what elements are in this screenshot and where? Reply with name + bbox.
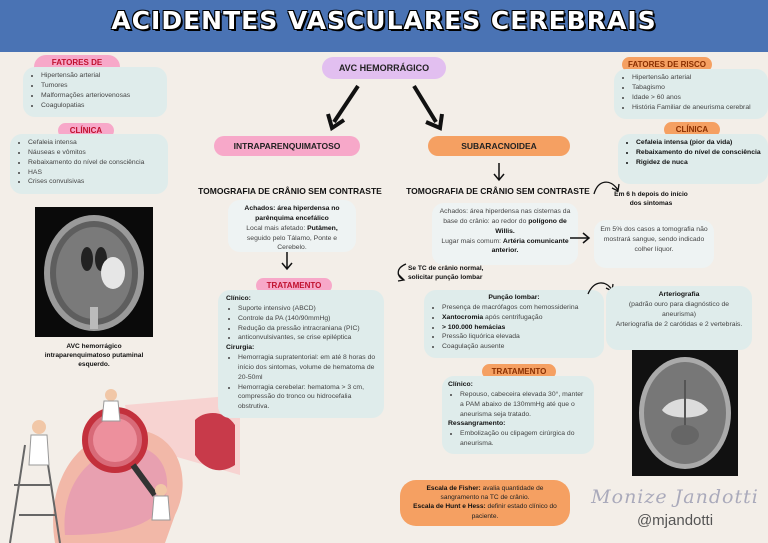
if-ct-normal-note: Se TC de crânio normal, solicitar punção… xyxy=(408,265,484,282)
scales-box: Escala de Fisher: avalia quantidade de s… xyxy=(400,480,570,526)
intra-clinico-label: Clínico: xyxy=(226,295,251,302)
fisher-text: avalia quantidade de sangramento na TC d… xyxy=(440,485,544,502)
arterio-title: Arteriografia xyxy=(658,291,700,298)
fisher-label: Escala de Fisher: xyxy=(426,485,481,492)
list-item: Embolização ou clipagem cirúrgica do ane… xyxy=(460,429,588,449)
list-item: Cefaleia intensa (pior da vida) xyxy=(636,138,762,148)
list-item: Náuseas e vômitos xyxy=(28,148,162,158)
arrow-right-icon xyxy=(570,232,591,244)
arrow-down-icon xyxy=(281,252,293,271)
list-item: Hipertensão arterial xyxy=(41,71,161,81)
intra-findings-card: Achados: área hiperdensa no parênquima e… xyxy=(228,200,356,252)
right-risk-tag: FATORES DE RISCO xyxy=(622,57,712,72)
intra-cirurgia-label: Cirurgia: xyxy=(226,344,255,352)
arteriography-card: Arteriografia (padrão ouro para diagnóst… xyxy=(606,286,752,350)
lumbar-puncture-card: Punção lombar: Presença de macrófagos co… xyxy=(424,290,604,358)
sub-findings-d: Artéria comunicante anterior. xyxy=(491,237,569,255)
list-item: Coagulopatias xyxy=(41,101,161,111)
doctors-brain-illustration xyxy=(9,389,240,543)
intra-title-badge: INTRAPARENQUIMATOSO xyxy=(214,136,360,156)
social-handle: @mjandotti xyxy=(636,512,714,529)
list-item: Malformações arteriovenosas xyxy=(41,91,161,101)
list-item: Rigidez de nuca xyxy=(636,158,762,168)
left-clinic-card: Cefaleia intensa Náuseas e vômitos Rebai… xyxy=(10,134,168,194)
ct-scan-image-subarachnoid xyxy=(632,350,738,476)
intra-exam-heading: TOMOGRAFIA DE CRÂNIO SEM CONTRASTE xyxy=(198,186,382,196)
right-clinic-card: Cefaleia intensa (pior da vida) Rebaixam… xyxy=(618,134,768,184)
page-title: ACIDENTES VASCULARES CEREBRAIS xyxy=(111,6,657,35)
list-item: Rebaixamento do nível de consciência xyxy=(28,158,162,168)
right-risk-card: Hipertensão arterial Tabagismo Idade > 6… xyxy=(614,69,768,119)
curved-arrow-icon xyxy=(397,263,407,282)
sub-treat-tag: TRATAMENTO xyxy=(482,364,556,379)
list-item: HAS xyxy=(28,168,162,178)
sub-timing-note: Em 6 h depois do início dos sintomas xyxy=(614,191,688,208)
sub-clinico-label: Clínico: xyxy=(448,381,473,388)
sub-findings-b: polígono de Willis. xyxy=(495,217,567,235)
intra-findings-c: Putâmen, xyxy=(307,224,338,232)
sub-treatment-card: Clínico: Repouso, cabeceira elevada 30°,… xyxy=(442,376,594,454)
list-item: anticonvulsivantes, se crise epiléptica xyxy=(238,333,376,343)
list-item: Cefaleia intensa xyxy=(28,138,162,148)
list-item: Repouso, cabeceira elevada 30°, manter a… xyxy=(460,390,588,420)
list-item: > 100.000 hemácias xyxy=(442,323,598,333)
list-item: Suporte intensivo (ABCD) xyxy=(238,304,376,314)
avc-type-badge: AVC HEMORRÁGICO xyxy=(322,57,446,79)
sub-findings-a: Achados: área hiperdensa nas cisternas d… xyxy=(439,208,571,225)
list-item: Tabagismo xyxy=(632,83,762,93)
intra-findings-d: seguido pelo Tálamo, Ponte e Cerebelo. xyxy=(246,234,338,252)
list-item: Redução da pressão intracraniana (PIC) xyxy=(238,324,376,334)
arrow-down-icon xyxy=(493,163,505,182)
arterio-sub: (padrão ouro para diagnóstico de aneuris… xyxy=(628,300,730,318)
list-item: Rebaixamento do nível de consciência xyxy=(636,148,762,158)
hunt-text: definir estado clínico do paciente. xyxy=(471,503,557,520)
list-item: Tumores xyxy=(41,81,161,91)
ct-caption: AVC hemorrágico intraparenquimatoso puta… xyxy=(44,343,144,369)
list-item: Xantocromia após centrifugação xyxy=(442,313,598,323)
list-item: Controle da PA (140/90mmHg) xyxy=(238,314,376,324)
sub-findings-card: Achados: área hiperdensa nas cisternas d… xyxy=(432,203,578,265)
sub-exam-heading: TOMOGRAFIA DE CRÂNIO SEM CONTRASTE xyxy=(406,186,590,196)
arrow-to-sub xyxy=(412,84,444,131)
lp-title: Punção lombar: xyxy=(488,294,540,301)
intra-findings-b: Local mais afetado: xyxy=(246,224,306,232)
arterio-text: Arteriografia de 2 carótidas e 2 vertebr… xyxy=(615,320,743,328)
list-item: Hemorragia supratentorial: em até 8 hora… xyxy=(238,353,376,383)
list-item: Hipertensão arterial xyxy=(632,73,762,83)
list-item: Pressão liquórica elevada xyxy=(442,332,598,342)
curved-arrow-icon xyxy=(593,181,620,195)
list-item: História Familiar de aneurisma cerebral xyxy=(632,103,762,113)
sub-ressang-label: Ressangramento: xyxy=(448,420,506,428)
intra-findings-a: Achados: área hiperdensa no parênquima e… xyxy=(244,205,340,222)
list-item: Hemorragia cerebelar: hematoma > 3 cm, c… xyxy=(238,383,376,413)
sub-note-card: Em 5% dos casos a tomografia não mostrar… xyxy=(594,220,714,268)
signature: Monize Jandotti xyxy=(591,486,759,508)
arrow-to-intra xyxy=(326,84,360,132)
list-item: Idade > 60 anos xyxy=(632,93,762,103)
list-item: Presença de macrófagos com hemossiderina xyxy=(442,303,598,313)
list-item: Coagulação ausente xyxy=(442,342,598,352)
list-item: Crises convulsivas xyxy=(28,177,162,187)
right-clinic-tag: CLÍNICA xyxy=(664,122,720,137)
ct-scan-image-intraparenchymal xyxy=(35,207,153,337)
intra-treat-tag: TRATAMENTO xyxy=(256,278,332,293)
intra-treatment-card: Clínico: Suporte intensivo (ABCD) Contro… xyxy=(218,290,384,418)
lp-list: Presença de macrófagos com hemossiderina… xyxy=(430,303,598,352)
sub-findings-c: Lugar mais comum: xyxy=(441,237,502,245)
sub-title-badge: SUBARACNOIDEA xyxy=(428,136,570,156)
hunt-label: Escala de Hunt e Hess: xyxy=(413,503,486,511)
title-banner xyxy=(0,0,768,52)
left-risk-card: Hipertensão arterial Tumores Malformaçõe… xyxy=(23,67,167,117)
